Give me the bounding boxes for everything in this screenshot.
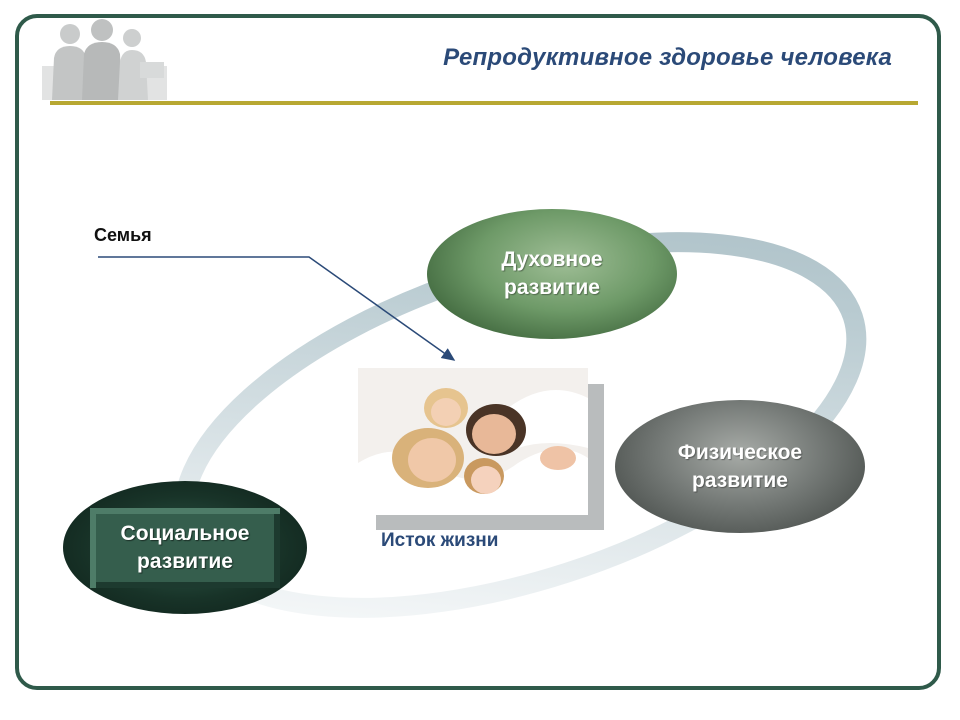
social-development-panel: Социальное развитие xyxy=(90,507,280,588)
physical-development-label: Физическое развитие xyxy=(677,440,803,492)
title-underline xyxy=(50,101,918,105)
social-development-node: Социальное развитие xyxy=(63,481,307,614)
physical-development-node: Физическое развитие xyxy=(615,400,865,533)
family-photo-icon xyxy=(358,368,588,515)
spiritual-development-node: Духовное развитие xyxy=(427,209,677,339)
family-photo xyxy=(358,368,588,515)
social-development-label: Социальное развитие xyxy=(120,521,250,573)
center-caption: Исток жизни xyxy=(381,530,499,551)
business-people-logo-icon xyxy=(42,19,167,100)
family-label: Семья xyxy=(94,225,152,245)
slide-title: Репродуктивное здоровье человека xyxy=(443,44,892,71)
spiritual-development-label: Духовное развитие xyxy=(501,248,603,299)
